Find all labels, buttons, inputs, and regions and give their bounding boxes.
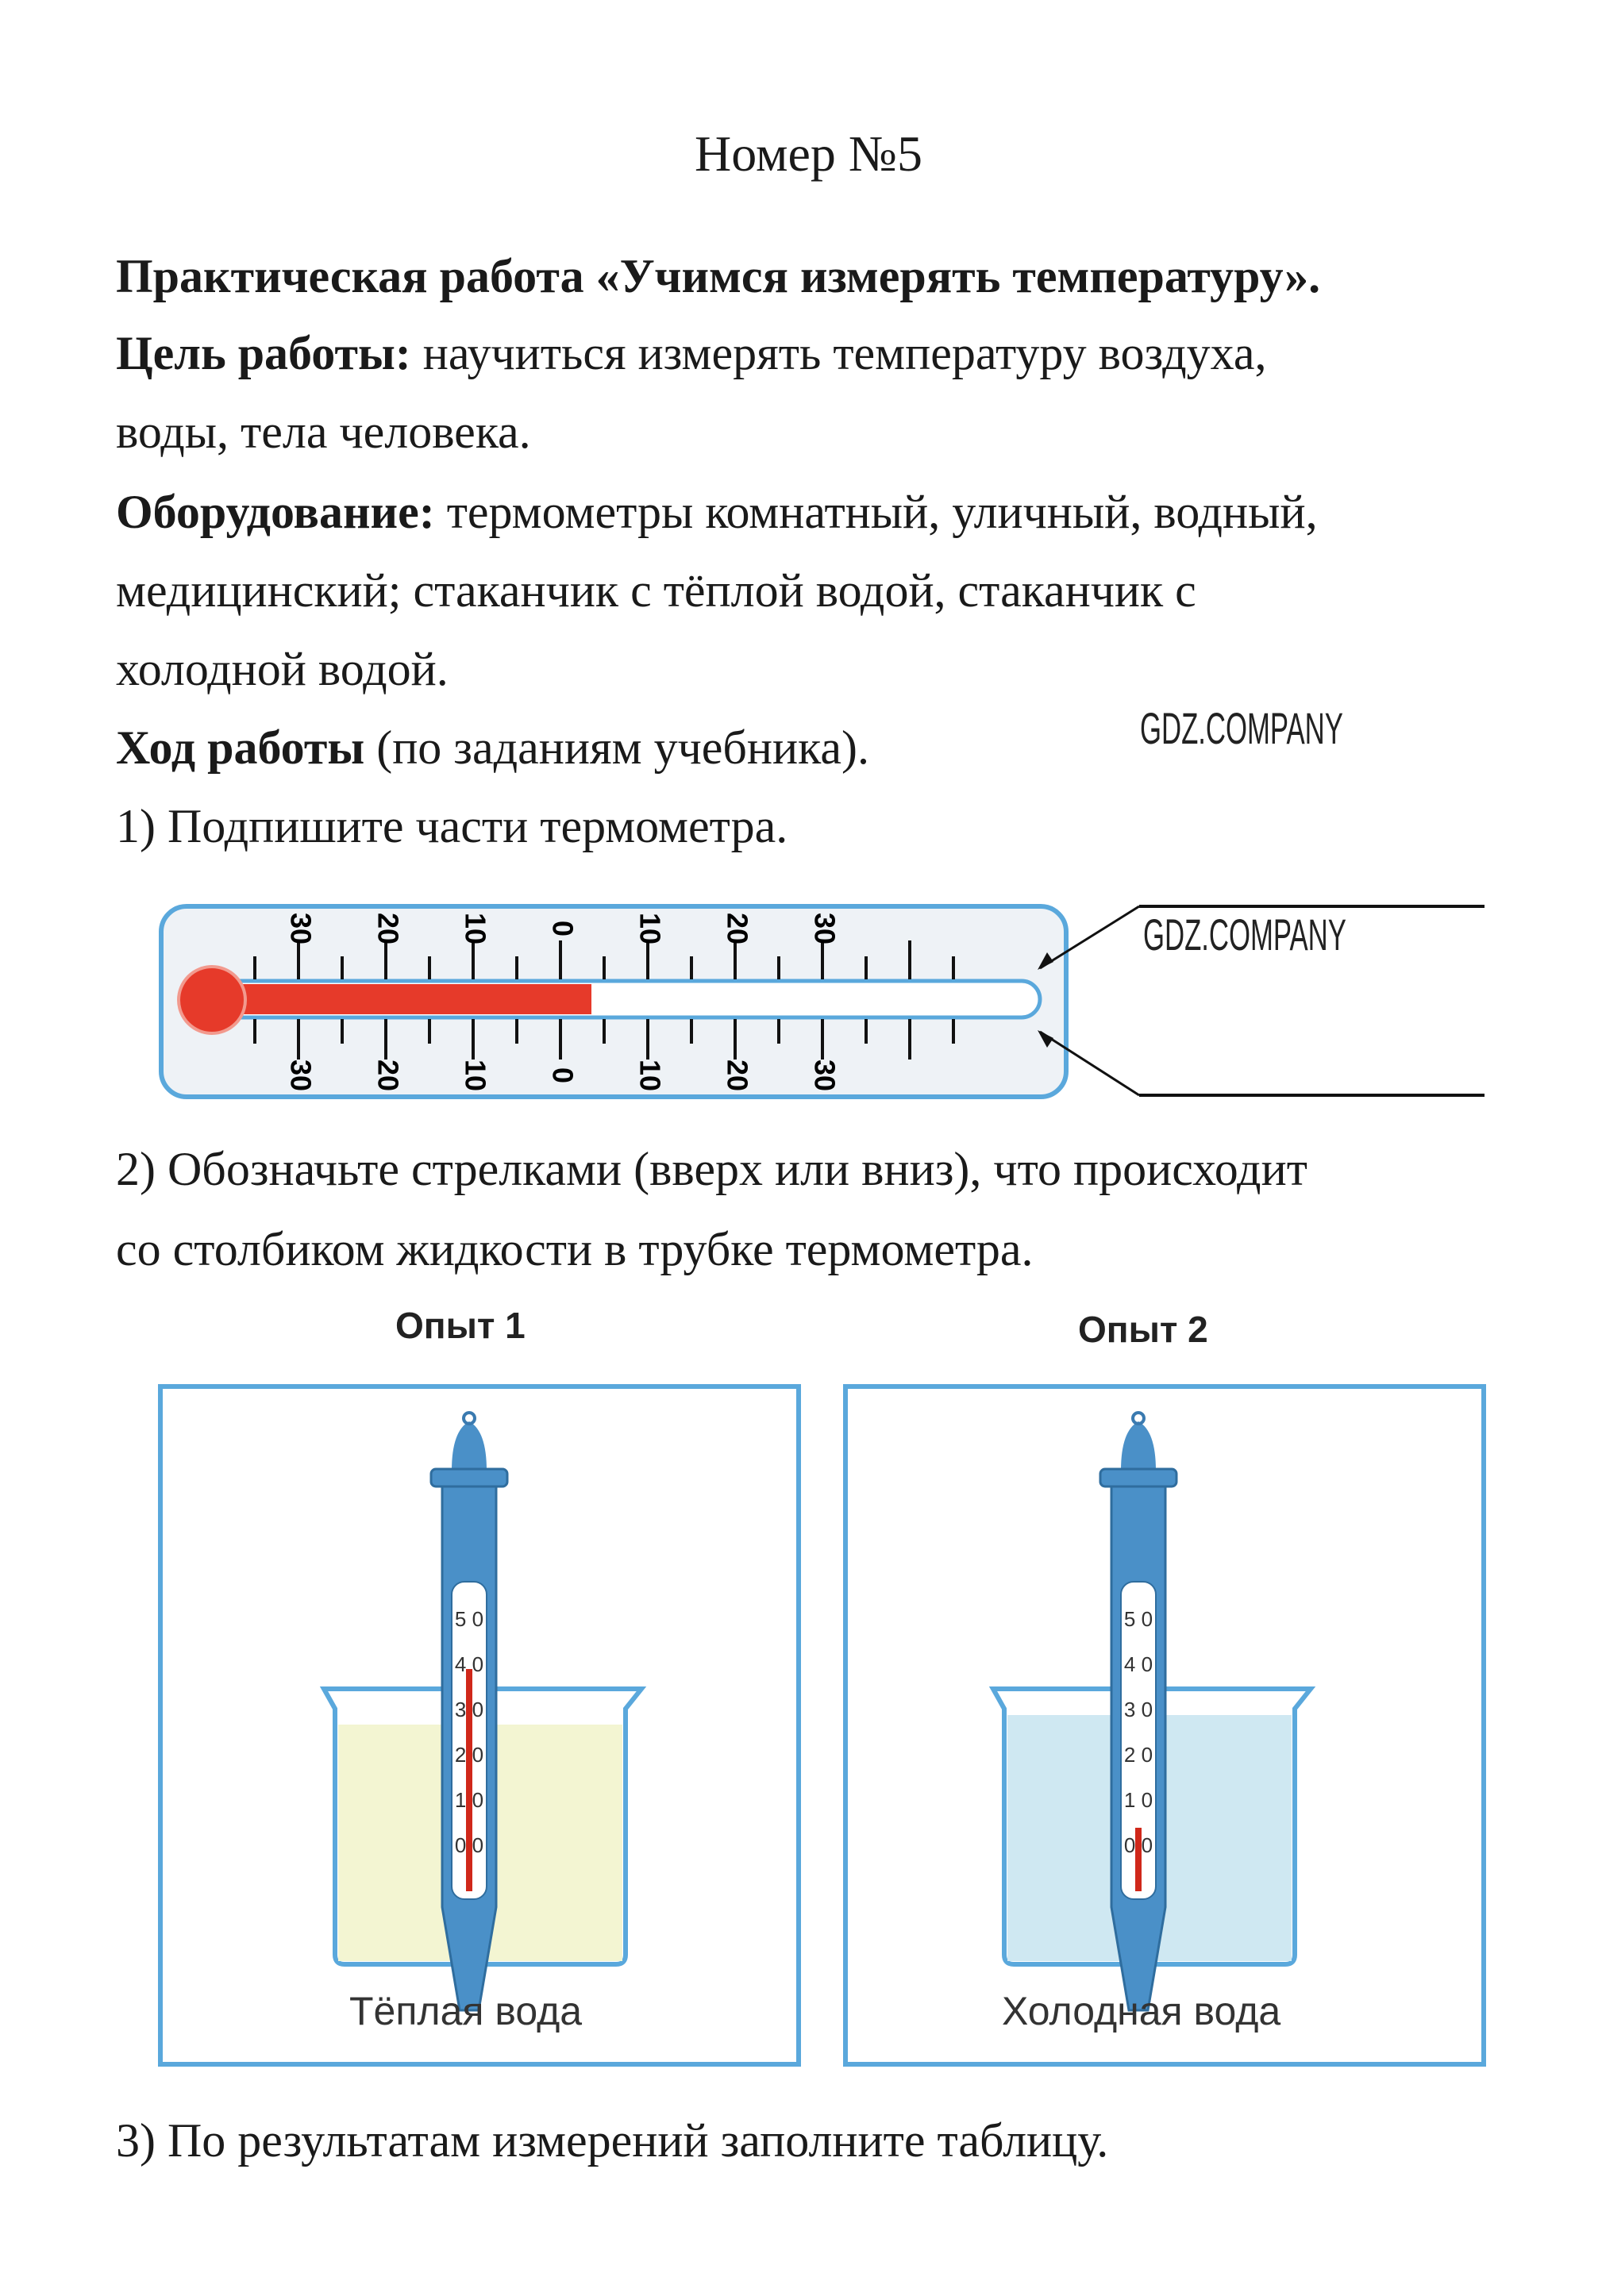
page-title: Номер №5 — [695, 125, 922, 182]
watermark: GDZ.COMPANY — [1140, 703, 1343, 753]
scale-label: 0 — [546, 1067, 579, 1083]
scale-label: 30 — [284, 913, 317, 944]
scale-label: 0 0 — [1124, 1833, 1153, 1857]
experiment-1-caption: Тёплая вода — [349, 1989, 583, 2033]
goal-text: научиться измерять температуру воздуха, — [410, 327, 1267, 379]
task-1: 1) Подпишите части термометра. — [116, 800, 788, 852]
experiment-1-title: Опыт 1 — [395, 1305, 526, 1346]
scale-label: 5 0 — [455, 1607, 483, 1631]
scale-label: 2 0 — [455, 1743, 483, 1767]
scale-label: 4 0 — [455, 1652, 483, 1676]
goal-line-1: Цель работы: научиться измерять температ… — [116, 329, 1267, 377]
equipment-text: термометры комнатный, уличный, водный, — [434, 486, 1318, 538]
scale-label: 10 — [459, 913, 491, 944]
liquid-column — [1135, 1828, 1142, 1891]
scale-label: 30 — [284, 1060, 317, 1091]
equipment-line-3: холодной водой. — [116, 643, 449, 695]
task-3: 3) По результатам измерений заполните та… — [116, 2114, 1109, 2167]
scale-label: 30 — [808, 1060, 841, 1091]
task-2-line-1: 2) Обозначьте стрелками (вверх или вниз)… — [116, 1143, 1307, 1195]
task-2-line-2: со столбиком жидкости в трубке термометр… — [116, 1223, 1034, 1275]
scale-label: 10 — [633, 1060, 666, 1091]
equipment-line-1: Оборудование: термометры комнатный, улич… — [116, 488, 1318, 536]
procedure-label: Ход работы — [116, 721, 365, 774]
scale-label: 20 — [372, 913, 404, 944]
thermometer-diagram: 30 30 20 20 10 10 0 0 10 10 20 20 30 30 — [159, 904, 1485, 1099]
scale-label: 4 0 — [1124, 1652, 1153, 1676]
scale-label: 3 0 — [1124, 1698, 1153, 1721]
scale-label: 1 0 — [1124, 1788, 1153, 1812]
equipment-label: Оборудование: — [116, 486, 435, 538]
scale-label: 10 — [633, 913, 666, 944]
scale-label: 1 0 — [455, 1788, 483, 1812]
scale-label: 20 — [721, 1060, 753, 1091]
watermark: GDZ.COMPANY — [1143, 910, 1346, 960]
scale-label: 3 0 — [455, 1698, 483, 1721]
scale-label: 0 0 — [455, 1833, 483, 1857]
experiment-1-figure: 5 0 4 0 3 0 2 0 1 0 0 0 — [158, 1384, 801, 2067]
scale-label: 5 0 — [1124, 1607, 1153, 1631]
experiment-2-figure: 5 0 4 0 3 0 2 0 1 0 0 0 — [843, 1384, 1486, 2067]
scale-label: 20 — [721, 913, 753, 944]
goal-line-2: воды, тела человека. — [116, 406, 531, 458]
scale-label: 20 — [372, 1060, 404, 1091]
procedure-line: Ход работы (по заданиям учебника). — [116, 724, 869, 771]
scale-label: 10 — [459, 1060, 491, 1091]
heading: Практическая работа «Учимся измерять тем… — [116, 250, 1321, 302]
experiment-2-caption: Холодная вода — [1002, 1989, 1281, 2033]
equipment-line-2: медицинский; стаканчик с тёплой водой, с… — [116, 564, 1196, 617]
liquid-column — [466, 1669, 472, 1891]
scale-label: 30 — [808, 913, 841, 944]
goal-label: Цель работы: — [116, 327, 411, 379]
scale-label: 0 — [546, 921, 579, 936]
experiment-2-title: Опыт 2 — [1078, 1309, 1208, 1350]
procedure-text: (по заданиям учебника). — [364, 721, 869, 774]
scale-label: 2 0 — [1124, 1743, 1153, 1767]
